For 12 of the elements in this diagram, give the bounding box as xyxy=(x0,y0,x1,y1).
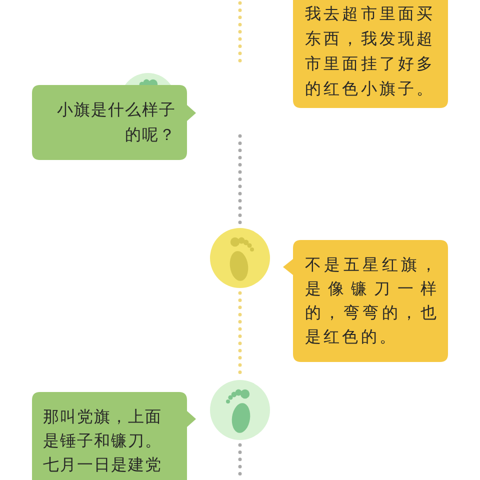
speech-bubble xyxy=(32,392,197,480)
message-text: 不是五星红旗，是像镰刀一样的，弯弯的，也是红色的。 xyxy=(305,254,439,348)
speech-bubble xyxy=(283,240,448,362)
message-text: 小旗是什么样子的呢？ xyxy=(56,99,176,146)
speech-bubble xyxy=(293,0,448,108)
message-text: 我去超市里面买东西，我发现超市里面挂了好多的红色小旗子。 xyxy=(305,3,436,100)
footprint-icon xyxy=(210,228,270,288)
footprint-icon xyxy=(210,380,270,440)
speech-bubble xyxy=(32,85,197,160)
dotted-line xyxy=(238,134,242,225)
dotted-line xyxy=(238,291,242,377)
message-text: 那叫党旗，上面是锤子和镰刀。七月一日是建党 xyxy=(43,406,163,476)
